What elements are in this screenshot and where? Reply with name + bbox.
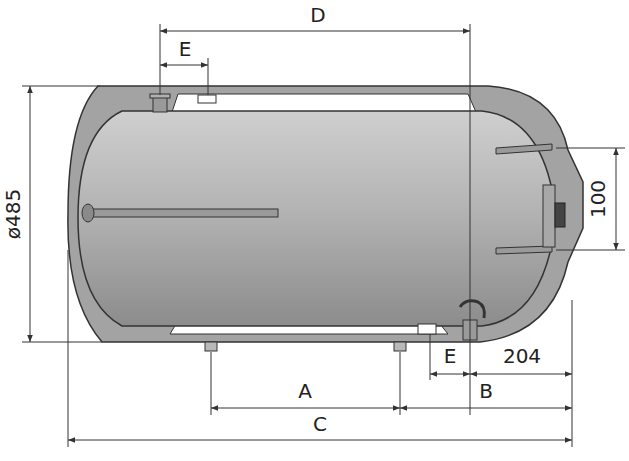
- dimension-label: D: [308, 4, 327, 26]
- dimension-label: 100: [587, 178, 609, 220]
- dimension-label: E: [177, 38, 194, 60]
- dimension-label: A: [296, 380, 314, 402]
- dimension-label: E: [442, 345, 459, 367]
- dimension-label: B: [477, 380, 495, 402]
- dimension-label: 204: [501, 345, 543, 367]
- dimension-label: ø485: [2, 187, 24, 241]
- dimension-label: C: [311, 413, 329, 435]
